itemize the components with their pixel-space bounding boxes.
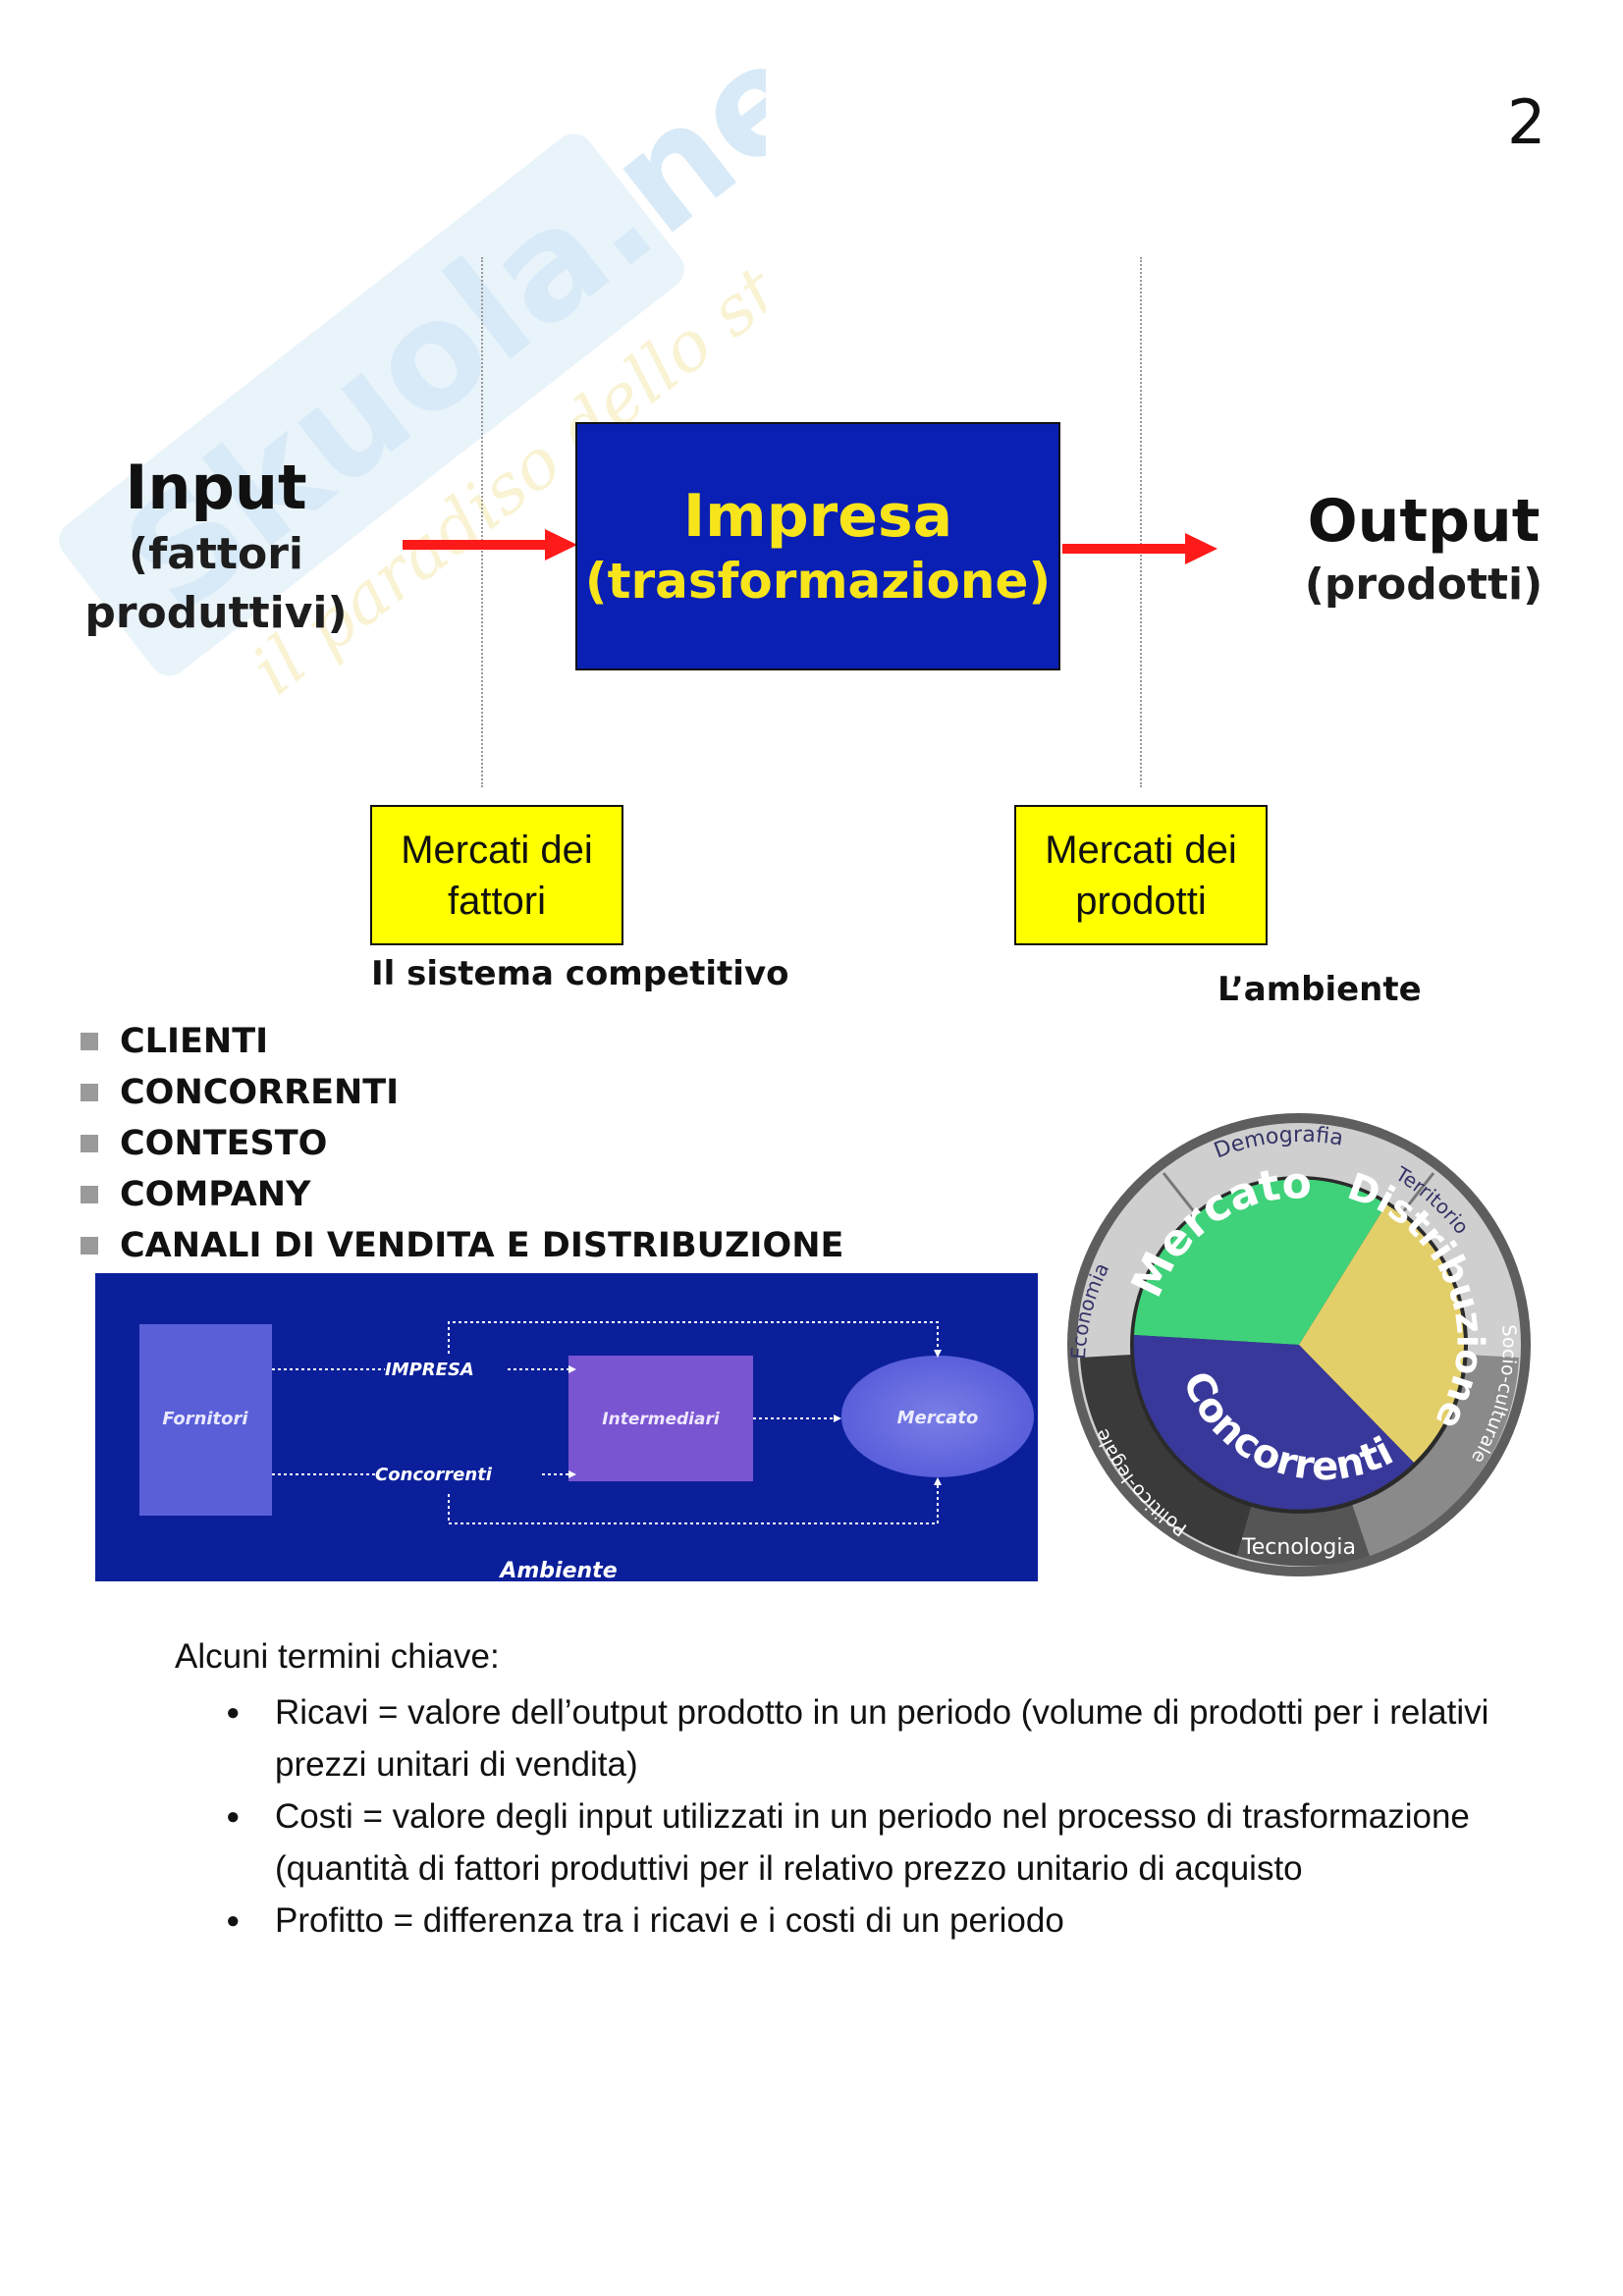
input-title: Input <box>125 452 307 523</box>
mercati-fattori-line1: Mercati dei <box>401 828 593 872</box>
intermediari-label: Intermediari <box>602 1410 721 1429</box>
wheel-segment-concorrenti <box>1133 1335 1414 1510</box>
square-bullet-icon <box>81 1084 98 1101</box>
square-bullet-icon <box>81 1033 98 1050</box>
list-item-label: CONCORRENTI <box>120 1073 400 1112</box>
list-item-label: COMPANY <box>120 1175 311 1214</box>
list-item: CLIENTI <box>81 1016 843 1067</box>
mercati-prodotti-line1: Mercati dei <box>1045 828 1237 872</box>
terms-list: Ricavi = valore dell’output prodotto in … <box>226 1686 1571 1947</box>
input-sub-line2: produttivi) <box>84 588 348 638</box>
list-item-label: CONTESTO <box>120 1124 328 1163</box>
mercato-ellipse <box>841 1356 1034 1477</box>
term-item: Profitto = differenza tra i ricavi e i c… <box>226 1895 1571 1947</box>
mercati-fattori-line2: fattori <box>447 879 547 923</box>
fornitori-label: Fornitori <box>162 1409 248 1429</box>
square-bullet-icon <box>81 1186 98 1203</box>
list-item: CONCORRENTI <box>81 1067 843 1118</box>
impresa-title: Impresa <box>682 481 953 551</box>
watermark-band <box>59 133 684 676</box>
input-sub-line1: (fattori <box>128 529 304 579</box>
mercati-prodotti-line2: prodotti <box>1075 879 1207 923</box>
wheel-label-tecnologia: Tecnologia <box>1241 1535 1356 1560</box>
watermark-logo: Skuola.net il paradiso dello studente <box>59 59 766 711</box>
channel-diagram: Fornitori Intermediari Mercato IMPRESA C… <box>95 1273 1038 1581</box>
intermediari-box <box>568 1356 753 1481</box>
wheel-segment-mercato <box>1134 1179 1386 1345</box>
impresa-label: IMPRESA <box>385 1360 474 1380</box>
mercato-label: Mercato <box>897 1408 979 1428</box>
fornitori-box <box>139 1324 272 1516</box>
list-item: CONTESTO <box>81 1118 843 1169</box>
mercati-prodotti-box: Mercati dei prodotti <box>1014 805 1268 945</box>
ambiente-label: Ambiente <box>498 1559 617 1581</box>
divider-right <box>1140 257 1142 787</box>
page-number: 2 <box>1507 86 1546 158</box>
output-title: Output <box>1307 487 1541 556</box>
impresa-box: Impresa (trasformazione) <box>575 422 1060 670</box>
label-sistema-competitivo: Il sistema competitivo <box>371 954 789 993</box>
square-bullet-icon <box>81 1237 98 1255</box>
arrow-output-icon <box>1062 533 1217 564</box>
mercati-fattori-box: Mercati dei fattori <box>370 805 623 945</box>
elements-list: CLIENTI CONCORRENTI CONTESTO COMPANY CAN… <box>81 1016 843 1271</box>
list-item-label: CLIENTI <box>120 1022 269 1061</box>
label-ambiente: L’ambiente <box>1217 970 1422 1009</box>
environment-wheel: Mercato Distribuzione Concorrenti Demogr… <box>1066 1113 1531 1576</box>
terms-title: Alcuni termini chiave: <box>175 1637 500 1676</box>
list-item: COMPANY <box>81 1169 843 1220</box>
list-item: CANALI DI VENDITA E DISTRIBUZIONE <box>81 1220 843 1271</box>
term-item: Ricavi = valore dell’output prodotto in … <box>226 1686 1571 1790</box>
divider-left <box>481 257 483 787</box>
term-item: Costi = valore degli input utilizzati in… <box>226 1790 1571 1895</box>
wheel-segment-distribuzione <box>1299 1204 1464 1463</box>
square-bullet-icon <box>81 1135 98 1152</box>
list-item-label: CANALI DI VENDITA E DISTRIBUZIONE <box>120 1226 844 1265</box>
concorrenti-channel-label: Concorrenti <box>375 1465 493 1485</box>
output-subtitle: (prodotti) <box>1304 560 1543 610</box>
arrow-input-icon <box>403 529 577 561</box>
input-subtitle: (fattori produttivi) <box>59 525 373 643</box>
impresa-subtitle: (trasformazione) <box>584 552 1052 610</box>
